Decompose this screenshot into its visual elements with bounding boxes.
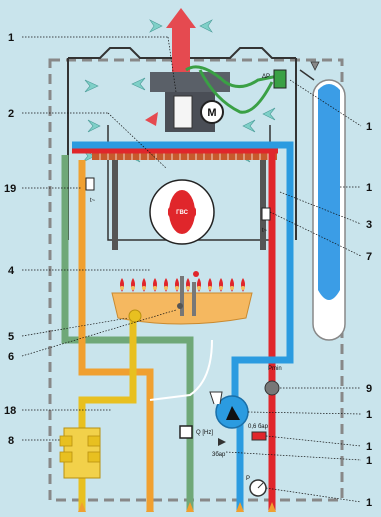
pmin-label: Pmin bbox=[268, 366, 282, 372]
temp-label-left: t~ bbox=[90, 198, 96, 204]
gas-nozzle bbox=[129, 310, 141, 322]
gas-valve-coil-1 bbox=[60, 436, 72, 446]
callout-4: 4 bbox=[8, 265, 15, 277]
callout-19: 19 bbox=[4, 183, 16, 195]
callout-8: 8 bbox=[8, 435, 14, 447]
green-pipe-bottom bbox=[96, 340, 190, 512]
flue-arrow-icon bbox=[166, 8, 196, 28]
chamber-insulation-left bbox=[112, 150, 118, 250]
gas-valve-coil-2 bbox=[60, 452, 72, 462]
callout-right-2: 1 bbox=[366, 182, 372, 194]
callout-right-4: 1 bbox=[366, 441, 372, 453]
gvs-label: ГВС bbox=[176, 210, 189, 216]
callout-7: 7 bbox=[366, 251, 372, 263]
flow-sensor-label: Q [Hz] bbox=[196, 430, 213, 436]
callout-6: 6 bbox=[8, 351, 14, 363]
temp-label-right: t~ bbox=[262, 228, 268, 234]
fan-impeller bbox=[174, 96, 192, 128]
temp-sensor-right bbox=[262, 208, 270, 220]
callout-18: 18 bbox=[4, 405, 16, 417]
capillary-tube bbox=[150, 340, 212, 400]
tank-valve-stem bbox=[300, 70, 314, 80]
air-vent bbox=[210, 392, 222, 404]
motor-label: M bbox=[207, 107, 216, 119]
callout-9: 9 bbox=[366, 383, 372, 395]
callout-2: 2 bbox=[8, 108, 14, 120]
flue-outlet bbox=[172, 28, 190, 72]
pressure-switch bbox=[274, 70, 286, 88]
safety-valve bbox=[252, 432, 266, 440]
gas-valve-coil-3 bbox=[88, 436, 100, 446]
delta-p-label: ΔP bbox=[262, 74, 270, 80]
callout-right-5: 1 bbox=[366, 455, 372, 467]
callout-3: 3 bbox=[366, 219, 372, 231]
expansion-tank-icon bbox=[318, 84, 340, 300]
callout-right-1: 1 bbox=[366, 121, 372, 133]
callout-5: 5 bbox=[8, 331, 14, 343]
bar-range-label: 0,6 бар bbox=[248, 424, 269, 430]
bar-35-label: 3бар bbox=[212, 452, 226, 458]
ignition-electrode bbox=[180, 276, 184, 316]
gas-pipe bbox=[82, 318, 133, 512]
bypass-valve-icon bbox=[218, 438, 226, 446]
electrode-mount bbox=[177, 303, 183, 309]
callout-1: 1 bbox=[8, 32, 14, 44]
gas-valve-coil-4 bbox=[88, 452, 100, 462]
ignition-spark bbox=[193, 271, 199, 277]
flow-sensor-icon bbox=[180, 426, 192, 438]
callout-right-6: 1 bbox=[366, 497, 372, 509]
connection-arrows bbox=[78, 502, 276, 512]
ionization-electrode bbox=[192, 282, 196, 316]
callout-right-3: 1 bbox=[366, 409, 372, 421]
min-pressure-switch-icon bbox=[265, 381, 279, 395]
tank-valve-icon bbox=[311, 62, 319, 70]
temp-sensor-left bbox=[86, 178, 94, 190]
pressure-gauge-label: P bbox=[246, 476, 250, 482]
chamber-insulation-right bbox=[260, 150, 266, 250]
